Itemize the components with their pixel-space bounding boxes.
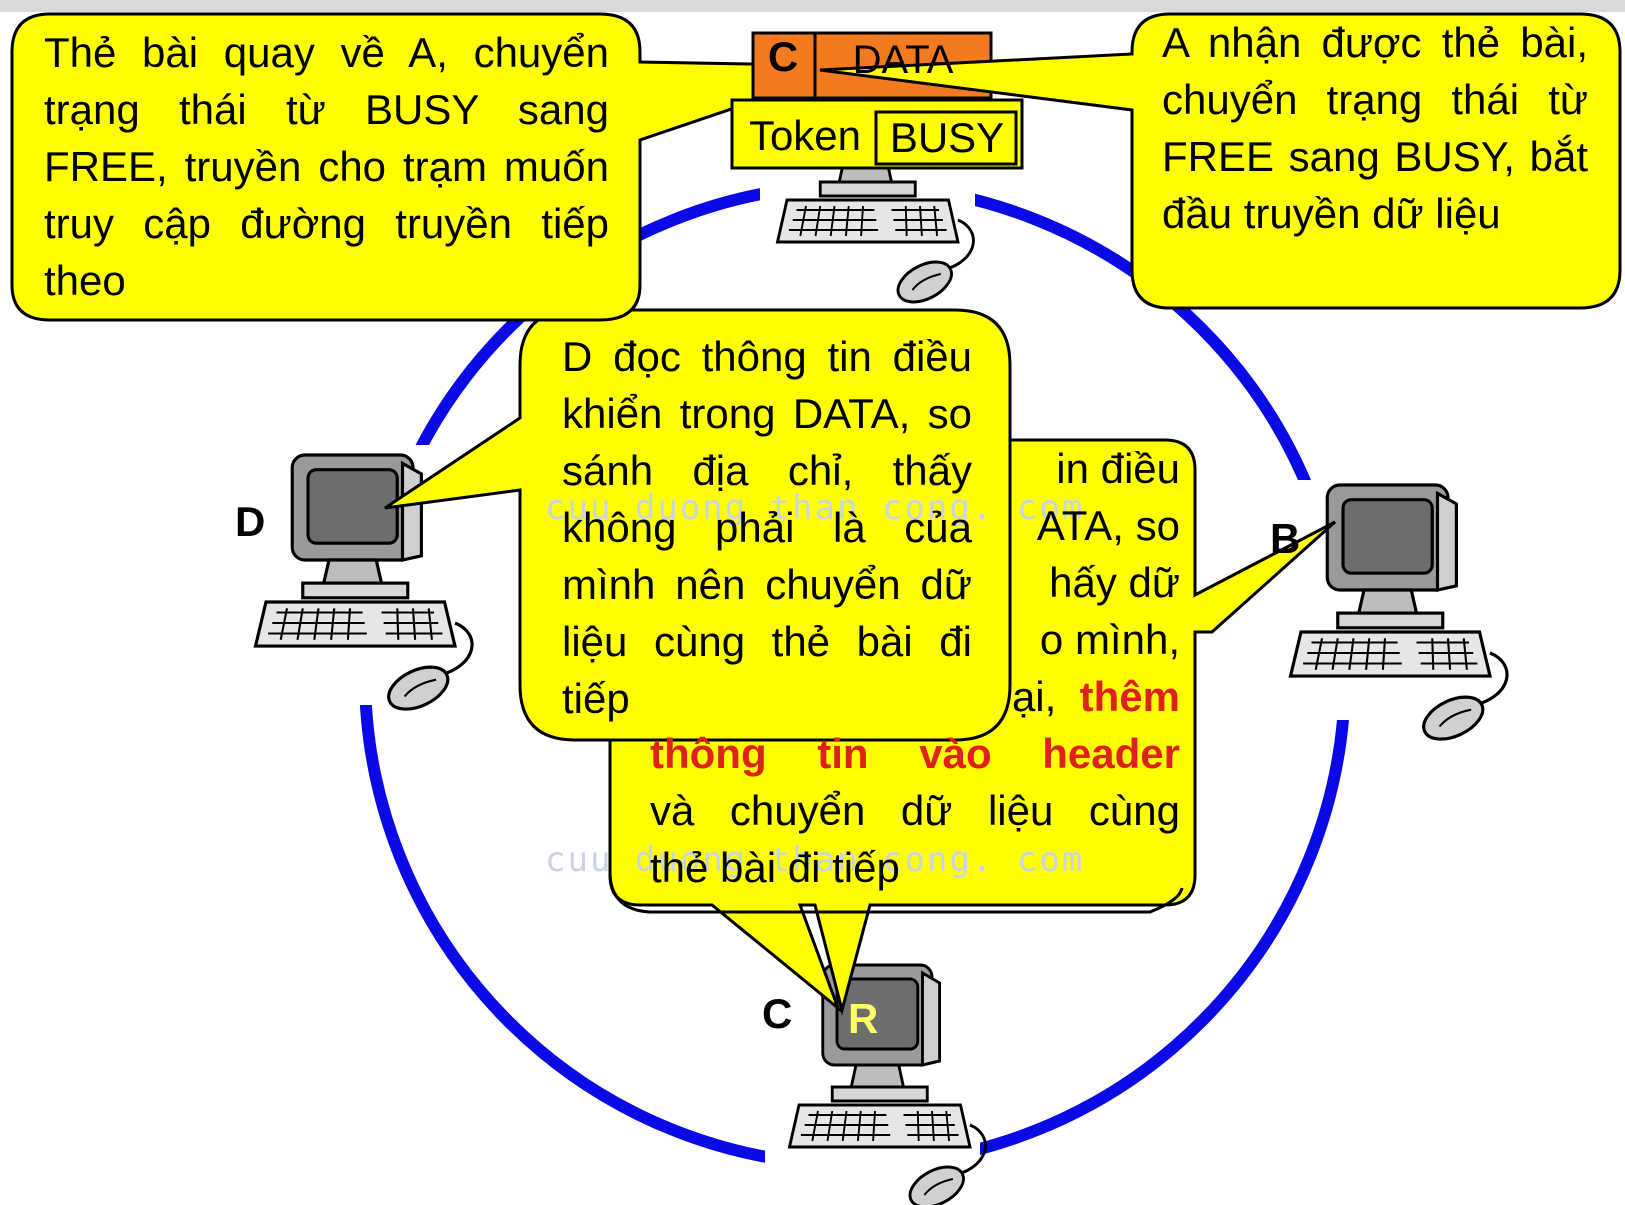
node-label-b: B <box>1270 515 1301 562</box>
lower-line-2: ATA, so <box>1036 502 1180 549</box>
state-box <box>874 110 1018 166</box>
callout-top-left <box>10 12 859 322</box>
lower-line-7: và chuyển dữ liệu cùng <box>650 787 1180 834</box>
watermark-upper: cuu duong than cong. com <box>545 488 1085 528</box>
node-label-d: D <box>235 498 266 545</box>
node-label-c: C <box>762 990 793 1037</box>
token-label: Token <box>748 112 862 159</box>
lower-line-1: in điều <box>1056 445 1180 492</box>
callout-middle <box>384 308 1012 742</box>
state-label: BUSY <box>889 114 1005 161</box>
lower-line-4: o mình, <box>1039 616 1180 663</box>
lower-line-5: ại, thêm <box>650 668 1180 725</box>
callout-lower-text: in điều ATA, so hấy dữ o mình, ại, thêm … <box>650 440 1180 896</box>
lower-line-5-text: ại, <box>1011 673 1057 720</box>
lower-line-3: hấy dữ <box>1049 559 1180 606</box>
lower-line-6: thông tin vào header <box>650 730 1180 777</box>
callout-top-right-text: A nhận được thẻ bài, chuyển trạng thái t… <box>1162 19 1588 237</box>
callout-lower-bottom-edge <box>608 874 1184 914</box>
lower-line-8: thẻ bài đi tiếp <box>650 844 900 891</box>
top-bar <box>0 0 1625 12</box>
callout-middle-text: D đọc thông tin điều khiển trong DATA, s… <box>562 333 972 722</box>
watermark-lower: cuu duong than cong. com <box>545 840 1085 880</box>
frame-data-label: DATA <box>852 38 954 82</box>
screen-mark-r: R <box>848 995 879 1042</box>
lower-line-5-red: thêm <box>1079 673 1180 720</box>
callout-top-right <box>819 12 1622 310</box>
frame-src-label: C <box>767 33 799 80</box>
callout-top-left-text: Thẻ bài quay về A, chuyển trạng thái từ … <box>44 29 609 304</box>
